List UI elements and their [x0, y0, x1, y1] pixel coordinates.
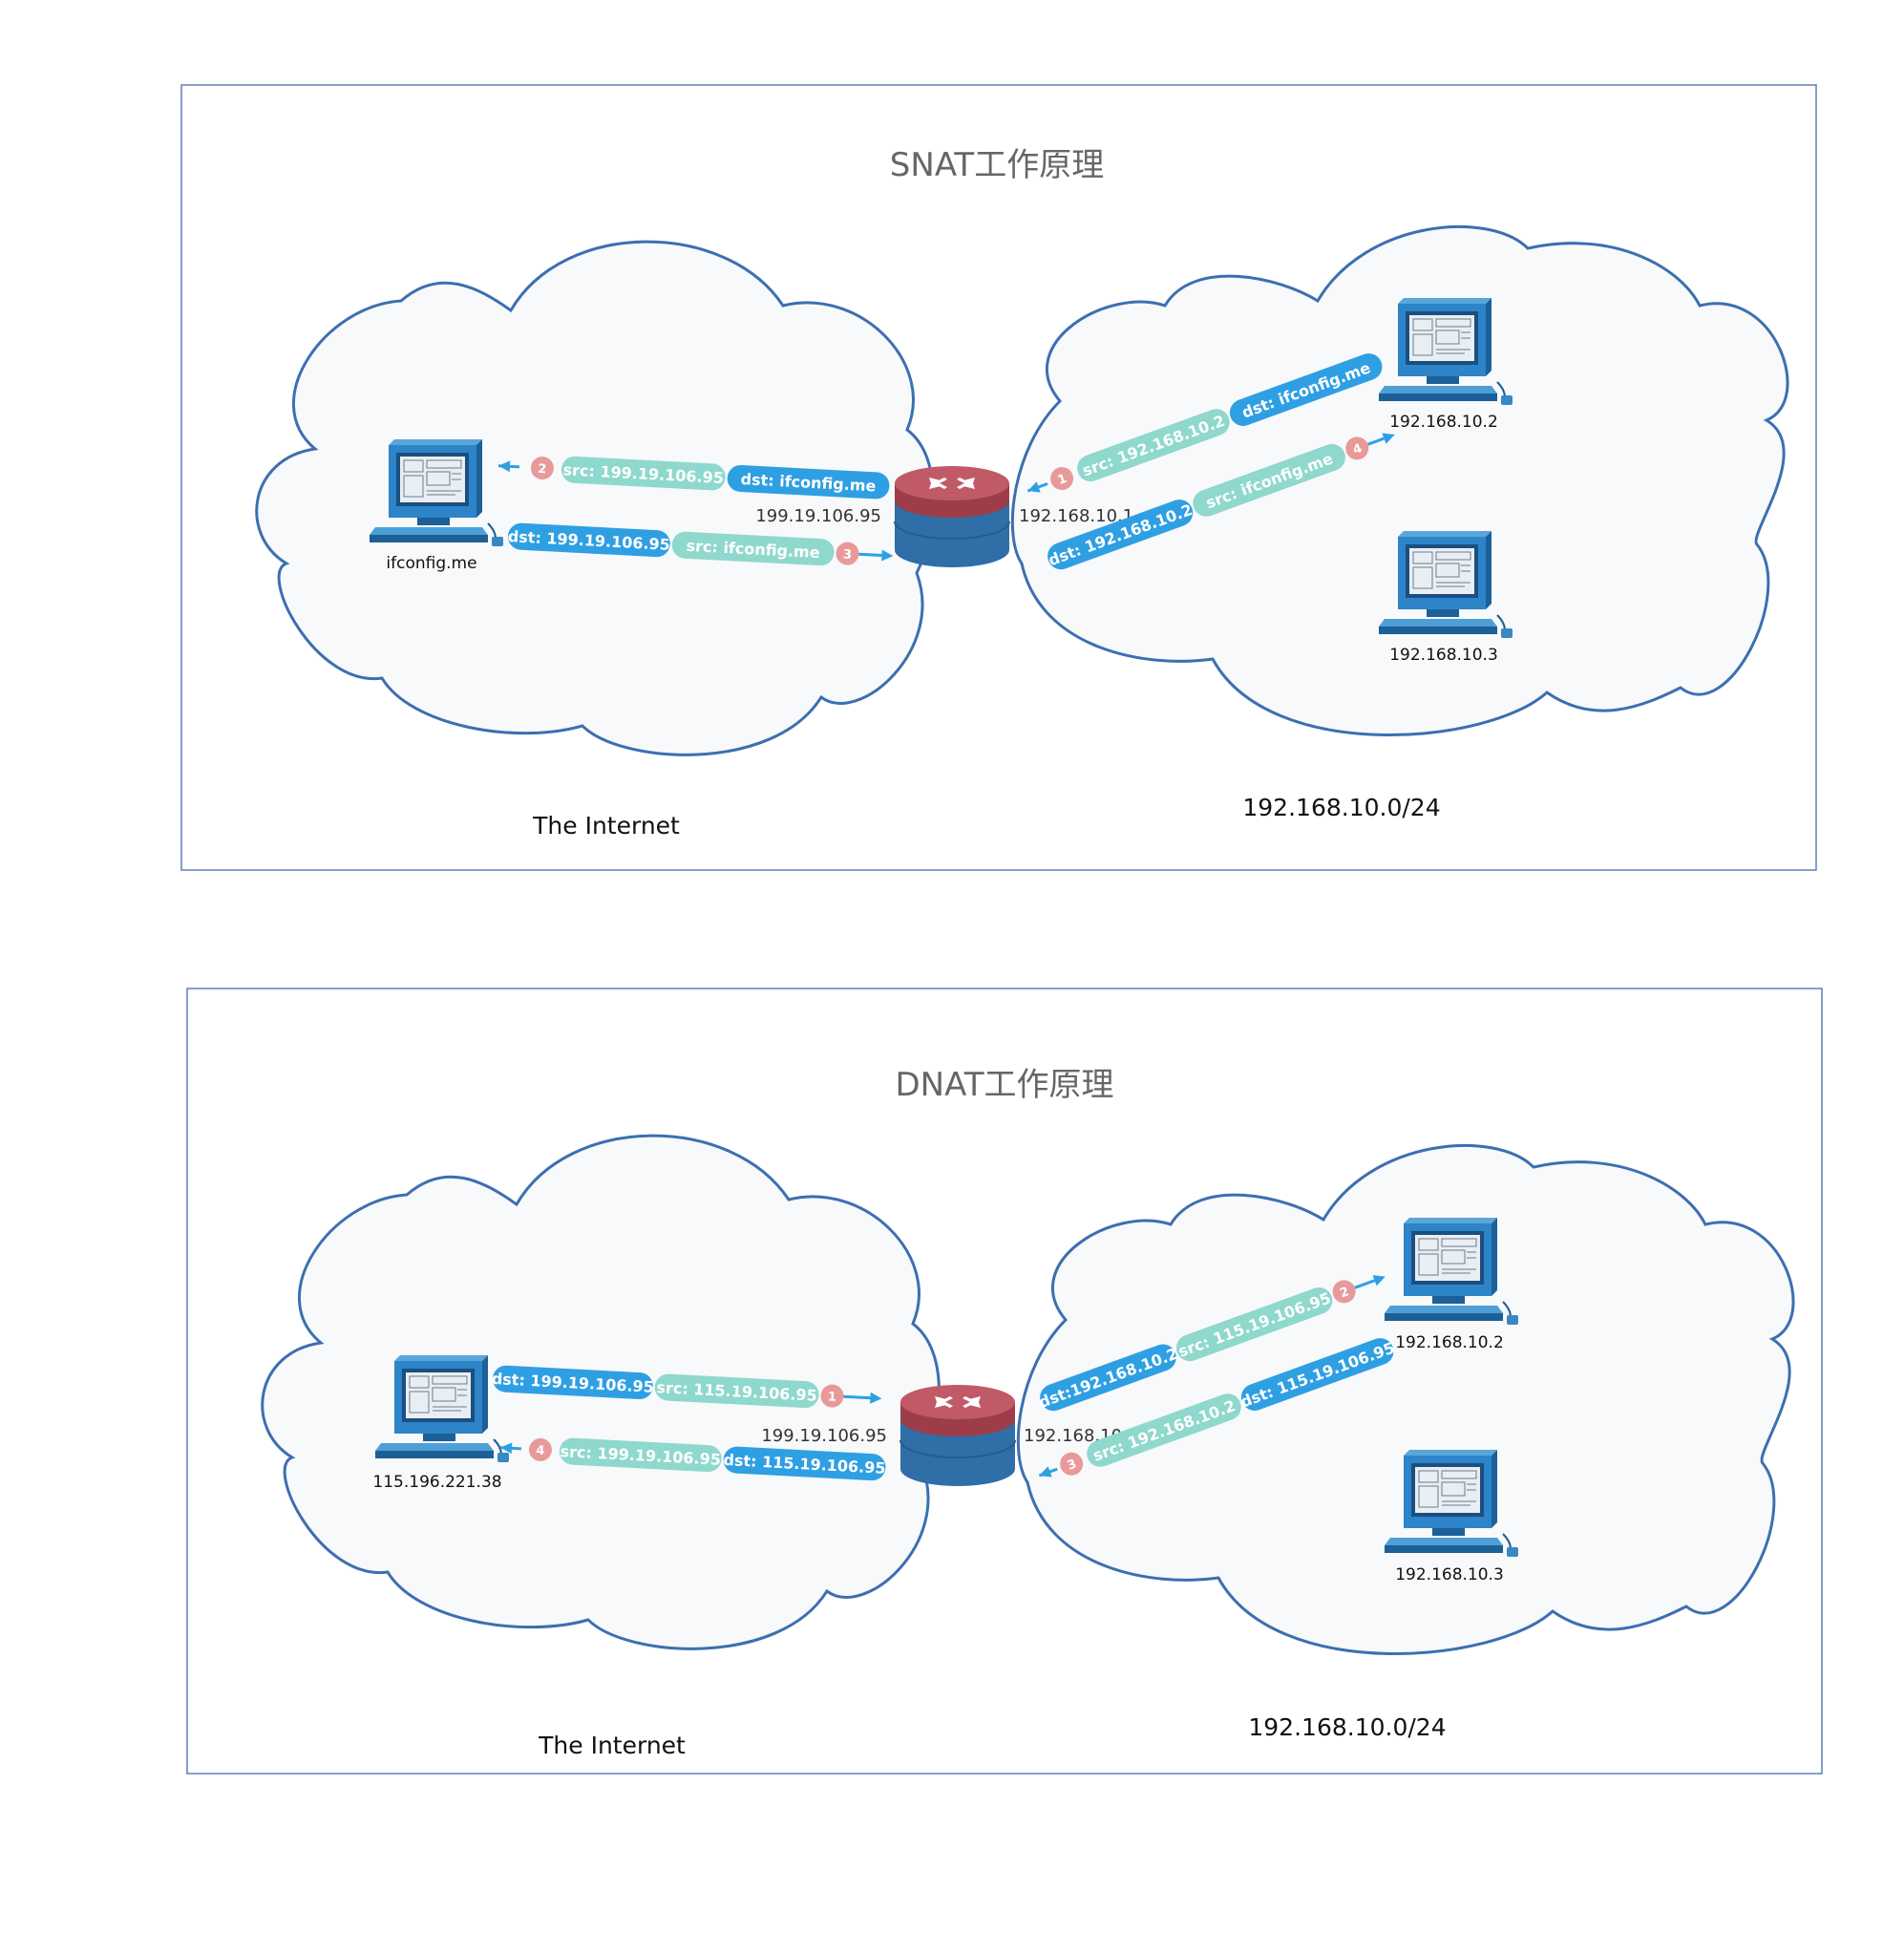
step-number: 3: [843, 547, 853, 562]
internet-zone-label: The Internet: [538, 1732, 686, 1759]
packet-flow: 2 src: 199.19.106.95 dst: ifconfig.me: [497, 456, 890, 500]
pill-dst: [1040, 1344, 1176, 1412]
lan-host-label: 192.168.10.3: [1389, 646, 1498, 665]
lan-host-label: 192.168.10.2: [1389, 413, 1498, 432]
step-badge: [528, 1437, 552, 1461]
packet-flow: dst: 199.19.106.95 src: 115.19.106.95 1: [491, 1365, 882, 1409]
step-badge: [1345, 436, 1369, 460]
pill-dst: [1240, 1338, 1394, 1411]
panel-title: SNAT工作原理: [890, 146, 1104, 184]
pill-dst: [1047, 500, 1194, 570]
step-badge: [836, 542, 859, 565]
pill-dst: [507, 522, 670, 558]
router-wan-ip: 199.19.106.95: [761, 1426, 887, 1446]
step-number: 2: [538, 462, 547, 477]
internet-host-label: 115.196.221.38: [372, 1473, 501, 1492]
pill-src: [1087, 1393, 1241, 1467]
step-badge: [1050, 467, 1074, 491]
internet-zone-label: The Internet: [532, 812, 680, 840]
panel-title: DNAT工作原理: [895, 1066, 1113, 1104]
step-badge: [1060, 1452, 1084, 1476]
internet-host-label: ifconfig.me: [386, 554, 476, 573]
dnat-panel: DNAT工作原理 115.196.221.38 192.168.10.2 192…: [186, 988, 1823, 1775]
packet-flow: 4 src: 199.19.106.95 dst: 115.19.106.95: [499, 1437, 886, 1481]
router-icon: [899, 1384, 1016, 1487]
step-badge: [820, 1384, 844, 1408]
pill-src: [671, 531, 835, 566]
pill-dst: [723, 1446, 886, 1481]
step-number: 1: [828, 1390, 837, 1404]
router-wan-ip: 199.19.106.95: [755, 506, 881, 526]
pill-dst: [1229, 353, 1383, 426]
pill-src: [1193, 443, 1345, 517]
lan-cloud: [1010, 224, 1789, 737]
lan-cloud: [1016, 1143, 1795, 1656]
pill-src: [561, 456, 726, 491]
pill-src: [559, 1437, 722, 1473]
pill-dst: [727, 464, 890, 500]
step-badge: [1332, 1280, 1356, 1304]
snat-panel: SNAT工作原理 ifconfig.me 192.168.10.2 192.16…: [180, 84, 1817, 871]
step-badge: [530, 457, 554, 480]
lan-zone-label: 192.168.10.0/24: [1248, 1713, 1446, 1741]
pill-src: [1077, 409, 1230, 482]
lan-host-label: 192.168.10.3: [1395, 1565, 1504, 1584]
pill-dst: [492, 1365, 653, 1400]
pill-src: [654, 1373, 819, 1409]
internet-cloud: [255, 240, 935, 756]
lan-host-label: 192.168.10.2: [1395, 1333, 1504, 1352]
lan-zone-label: 192.168.10.0/24: [1242, 794, 1440, 821]
router-icon: [894, 465, 1010, 568]
router-lan-ip: 192.168.10.1: [1019, 506, 1133, 526]
packet-flow: dst: 199.19.106.95 src: ifconfig.me 3: [507, 522, 894, 566]
step-number: 4: [536, 1444, 545, 1458]
pill-src: [1175, 1286, 1333, 1362]
